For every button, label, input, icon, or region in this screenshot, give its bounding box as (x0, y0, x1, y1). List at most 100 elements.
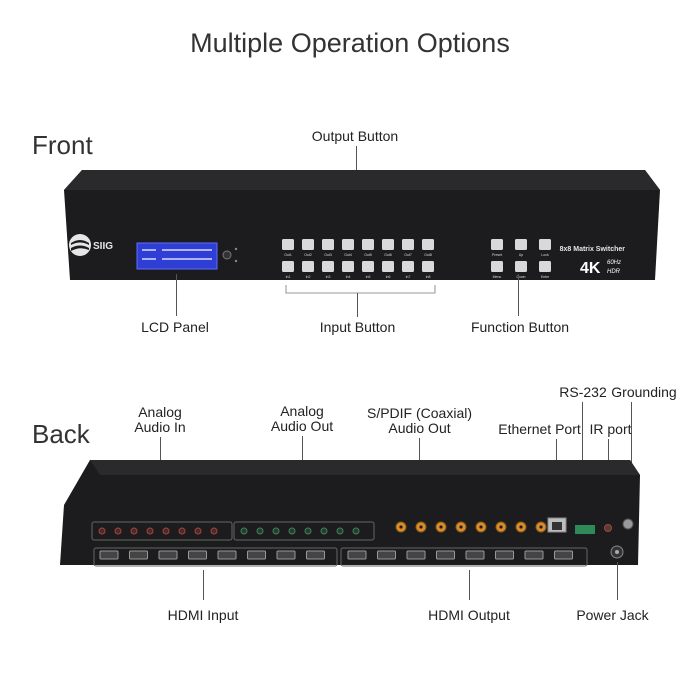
hdmi-in-port[interactable] (158, 550, 178, 560)
hdmi-in-port[interactable] (306, 550, 325, 560)
input-button[interactable] (322, 261, 334, 272)
function-button[interactable] (515, 239, 527, 250)
analog-out-jack[interactable] (256, 527, 264, 535)
function-button-label: Lock (541, 253, 549, 257)
hdmi-out-port[interactable] (554, 550, 573, 560)
output-button[interactable] (282, 239, 294, 250)
output-button[interactable] (402, 239, 414, 250)
input-button[interactable] (342, 261, 354, 272)
lcd-text-rows (142, 249, 212, 260)
analog-in-jack[interactable] (114, 527, 122, 535)
analog-in-callout-2: Audio In (134, 419, 186, 435)
output-button[interactable] (342, 239, 354, 250)
hdmi-in-ports (99, 550, 325, 560)
spdif-jack-pin (519, 525, 523, 529)
analog-in-jack[interactable] (146, 527, 154, 535)
input-button[interactable] (422, 261, 434, 272)
input-button-label: In5 (366, 275, 371, 279)
output-button[interactable] (362, 239, 374, 250)
rs232-port[interactable] (575, 525, 595, 534)
hdmi-out-group (340, 547, 588, 567)
analog-out-callout-2: Audio Out (270, 418, 334, 434)
function-button[interactable] (491, 239, 503, 250)
hdmi-out-port[interactable] (465, 550, 485, 560)
grounding-screw[interactable] (622, 518, 634, 530)
analog-in-jacks (98, 527, 218, 535)
analog-in-jack[interactable] (130, 527, 138, 535)
output-button[interactable] (302, 239, 314, 250)
input-button[interactable] (302, 261, 314, 272)
power-callout-line (617, 562, 618, 600)
ir-port[interactable] (604, 524, 612, 532)
hdmi-in-port[interactable] (99, 550, 119, 560)
output-button-label: Out7 (404, 253, 412, 257)
analog-in-jack[interactable] (210, 527, 218, 535)
analog-out-jack[interactable] (272, 527, 280, 535)
hdmi-out-ports (347, 550, 573, 560)
hdmi-in-port[interactable] (247, 550, 266, 560)
analog-in-jack[interactable] (178, 527, 186, 535)
hdmi-out-port[interactable] (495, 550, 514, 560)
input-button[interactable] (402, 261, 414, 272)
analog-out-jack[interactable] (240, 527, 248, 535)
hdmi-out-port[interactable] (406, 550, 426, 560)
analog-out-jack[interactable] (352, 527, 360, 535)
output-button-callout: Output Button (311, 128, 399, 144)
input-button[interactable] (282, 261, 294, 272)
input-button-label: In1 (286, 275, 291, 279)
ethernet-callout: Ethernet Port (498, 421, 581, 437)
spdif-jack-pin (459, 525, 463, 529)
input-button[interactable] (362, 261, 374, 272)
function-button[interactable] (515, 261, 527, 272)
ir-sensor (222, 250, 232, 260)
analog-out-jack[interactable] (336, 527, 344, 535)
output-button-label: Out3 (324, 253, 332, 257)
hdmi-out-port[interactable] (347, 550, 367, 560)
hdmi-in-group (93, 547, 338, 567)
output-button-label: Out6 (384, 253, 392, 257)
function-button[interactable] (491, 261, 503, 272)
function-button[interactable] (539, 261, 551, 272)
output-button-label: Out1 (284, 253, 292, 257)
spdif-jack-pin (399, 525, 403, 529)
led-indicator (234, 247, 238, 251)
analog-in-jack[interactable] (98, 527, 106, 535)
output-button-label: Out5 (364, 253, 372, 257)
hdmi-in-port[interactable] (188, 550, 207, 560)
resolution-text: 4K (580, 260, 601, 277)
led-indicator (234, 259, 238, 263)
function-button-label: Up (519, 253, 524, 257)
function-button[interactable] (539, 239, 551, 250)
input-button-label: In2 (306, 275, 311, 279)
input-button[interactable] (382, 261, 394, 272)
hdmi-out-callout-line (469, 570, 470, 600)
hdmi-out-port[interactable] (377, 550, 396, 560)
hdmi-input-callout: HDMI Input (167, 607, 239, 623)
hdmi-in-callout-line (203, 570, 204, 600)
spdif-callout-1: S/PDIF (Coaxial) (366, 405, 473, 421)
hdmi-in-port[interactable] (217, 550, 237, 560)
analog-out-group (233, 521, 375, 541)
analog-out-jack[interactable] (304, 527, 312, 535)
hdmi-in-port[interactable] (129, 550, 148, 560)
hdmi-in-port[interactable] (276, 550, 296, 560)
function-button-callout: Function Button (470, 319, 570, 335)
analog-in-jack[interactable] (194, 527, 202, 535)
hdmi-out-port[interactable] (436, 550, 455, 560)
analog-out-jack[interactable] (320, 527, 328, 535)
back-panel (60, 460, 640, 567)
hdmi-out-port[interactable] (524, 550, 544, 560)
ethernet-port-socket (552, 522, 562, 530)
input-button-label: In4 (346, 275, 351, 279)
spdif-jack-pin (439, 525, 443, 529)
output-button[interactable] (322, 239, 334, 250)
output-button[interactable] (382, 239, 394, 250)
output-button-label: Out2 (304, 253, 312, 257)
analog-out-jack[interactable] (288, 527, 296, 535)
output-button[interactable] (422, 239, 434, 250)
ir-port-callout: IR port (589, 421, 632, 437)
back-chassis (60, 460, 640, 565)
grounding-callout: Grounding (611, 384, 677, 400)
analog-in-jack[interactable] (162, 527, 170, 535)
